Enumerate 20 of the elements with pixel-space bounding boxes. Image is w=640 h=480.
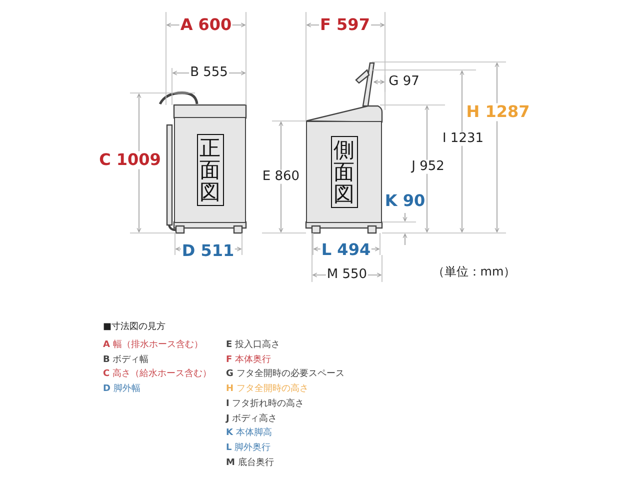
dimension-label: J 952 (410, 160, 446, 174)
key-entry: E 投入口高さ (225, 341, 282, 351)
view-title: 正面図 (196, 134, 224, 206)
key-entry: J ボディ高さ (225, 414, 278, 424)
dimension-label: C 1009 (98, 151, 162, 169)
key-entry: K 本体脚高 (225, 429, 273, 440)
dimension-label: I 1231 (441, 132, 485, 146)
key-heading: ■寸法図の見方 (102, 323, 167, 333)
key-entry: G フタ全開時の必要スペース (225, 370, 346, 380)
key-entry: B ボディ幅 (102, 356, 150, 366)
key-entry: L 脚外奥行 (225, 444, 272, 454)
key-entry: D 脚外幅 (102, 385, 142, 396)
key-entry: I フタ折れ時の高さ (225, 400, 306, 410)
view-title: 側面図 (330, 136, 358, 208)
key-entry: H フタ全開時の高さ (225, 385, 310, 396)
key-entry: F 本体奥行 (225, 356, 272, 366)
washer-body (174, 117, 246, 223)
dimension-label: H 1287 (465, 103, 531, 121)
key-entry: M 底台奥行 (225, 458, 275, 469)
dimension-label: E 860 (261, 170, 301, 184)
